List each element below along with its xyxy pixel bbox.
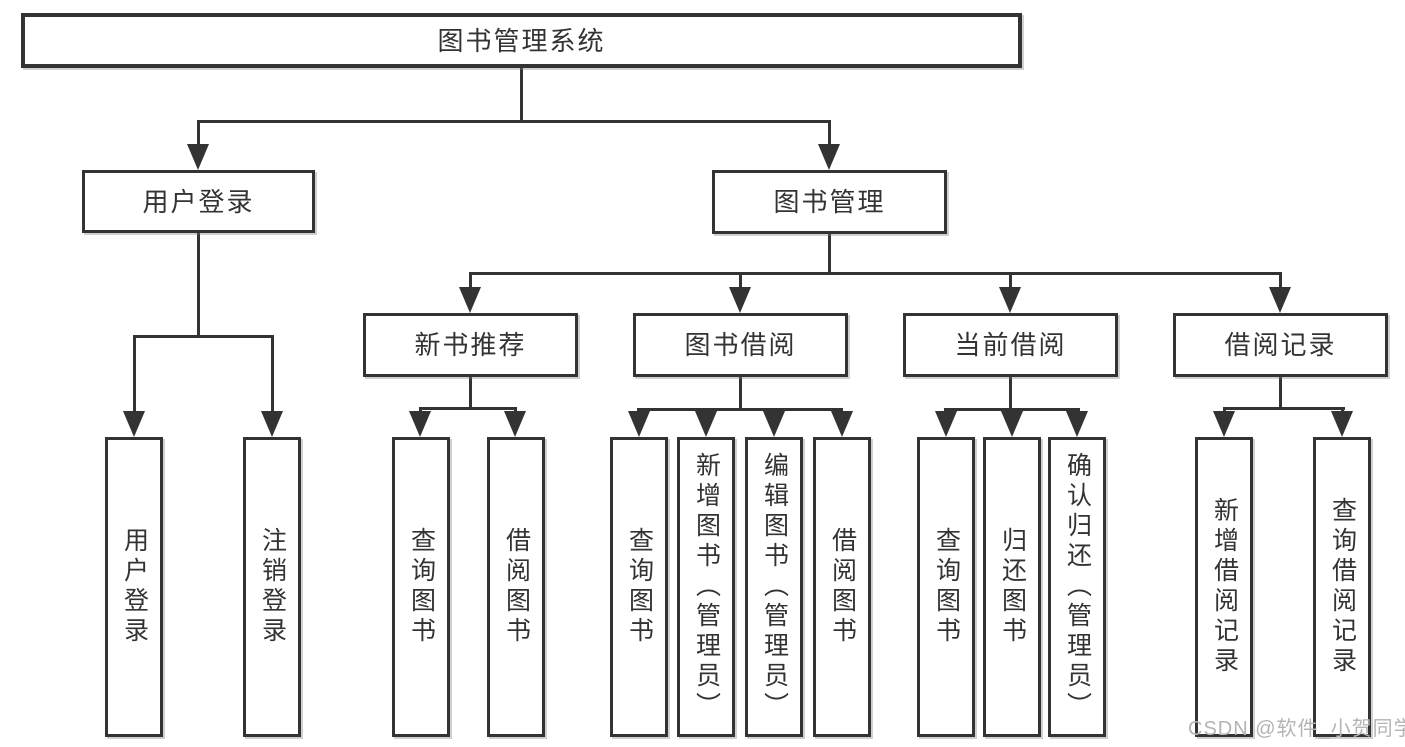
- node-root-label: 图书管理系统: [437, 25, 606, 56]
- connector-line: [1341, 407, 1344, 413]
- connector-line: [469, 272, 1282, 275]
- arrowhead-icon: [831, 411, 853, 437]
- connector-line: [1075, 408, 1078, 413]
- connector-line: [772, 408, 775, 413]
- connector-line: [1223, 407, 1345, 410]
- leaf-user-login: 用户登录: [105, 437, 163, 737]
- node-user-login-label: 用户登录: [142, 186, 255, 217]
- leaf-query-books-3: 查询图书: [917, 437, 975, 737]
- connector-line: [197, 120, 200, 146]
- connector-line: [419, 407, 422, 413]
- connector-line: [469, 377, 472, 407]
- node-book-borrow: 图书借阅: [633, 313, 848, 377]
- connector-line: [419, 407, 517, 410]
- leaf-add-borrow-record-label: 新增借阅记录: [1210, 497, 1239, 677]
- connector-line: [944, 408, 947, 413]
- node-book-mgmt-label: 图书管理: [773, 187, 886, 217]
- leaf-add-book-admin: 新增图书（管理员）: [677, 437, 735, 737]
- arrowhead-icon: [729, 287, 751, 313]
- node-borrow-records: 借阅记录: [1173, 313, 1388, 377]
- connector-line: [469, 272, 472, 289]
- node-borrow-records-label: 借阅记录: [1224, 330, 1337, 360]
- leaf-borrow-books-2: 借阅图书: [813, 437, 871, 737]
- arrowhead-icon: [409, 411, 431, 437]
- arrowhead-icon: [1269, 287, 1291, 313]
- node-current-borrow-label: 当前借阅: [954, 330, 1067, 360]
- node-root: 图书管理系统: [21, 13, 1022, 68]
- connector-line: [840, 408, 843, 413]
- watermark: CSDN @软件_小贺同学: [1188, 718, 1405, 740]
- arrowhead-icon: [763, 411, 785, 437]
- arrowhead-icon: [1331, 411, 1353, 437]
- arrowhead-icon: [935, 411, 957, 437]
- connector-line: [704, 408, 707, 413]
- connector-line: [739, 272, 742, 289]
- arrowhead-icon: [1213, 411, 1235, 437]
- arrowhead-icon: [1001, 411, 1023, 437]
- leaf-confirm-return-admin: 确认归还（管理员）: [1048, 437, 1106, 737]
- arrowhead-icon: [1066, 411, 1088, 437]
- leaf-edit-book-admin-label: 编辑图书（管理员）: [760, 452, 789, 722]
- node-current-borrow: 当前借阅: [903, 313, 1118, 377]
- connector-line: [1010, 408, 1013, 413]
- leaf-return-book-label: 归还图书: [998, 527, 1027, 647]
- connector-line: [637, 408, 640, 413]
- arrowhead-icon: [261, 411, 283, 437]
- arrowhead-icon: [123, 411, 145, 437]
- leaf-user-login-label: 用户登录: [120, 527, 149, 647]
- connector-line: [739, 376, 742, 408]
- leaf-query-books-1-label: 查询图书: [407, 527, 436, 647]
- leaf-query-books-2: 查询图书: [610, 437, 668, 737]
- connector-line: [828, 234, 831, 272]
- connector-line: [520, 68, 523, 120]
- leaf-borrow-books-1: 借阅图书: [487, 437, 545, 737]
- connector-line: [1279, 272, 1282, 289]
- connector-line: [133, 335, 274, 338]
- leaf-query-books-2-label: 查询图书: [625, 527, 654, 647]
- node-book-borrow-label: 图书借阅: [684, 330, 797, 360]
- connector-line: [514, 407, 517, 413]
- leaf-query-borrow-record: 查询借阅记录: [1313, 437, 1371, 737]
- node-book-mgmt: 图书管理: [712, 170, 947, 234]
- connector-line: [637, 408, 843, 411]
- arrowhead-icon: [695, 411, 717, 437]
- connector-line: [1279, 377, 1282, 407]
- leaf-logout-label: 注销登录: [258, 527, 287, 647]
- arrowhead-icon: [999, 287, 1021, 313]
- leaf-borrow-books-2-label: 借阅图书: [828, 527, 857, 647]
- leaf-confirm-return-admin-label: 确认归还（管理员）: [1063, 452, 1092, 722]
- connector-line: [271, 335, 274, 413]
- leaf-query-borrow-record-label: 查询借阅记录: [1328, 497, 1357, 677]
- leaf-edit-book-admin: 编辑图书（管理员）: [745, 437, 803, 737]
- node-new-book-recommend-label: 新书推荐: [414, 330, 527, 360]
- leaf-add-borrow-record: 新增借阅记录: [1195, 437, 1253, 737]
- arrowhead-icon: [459, 287, 481, 313]
- leaf-add-book-admin-label: 新增图书（管理员）: [692, 452, 721, 722]
- leaf-return-book: 归还图书: [983, 437, 1041, 737]
- leaf-borrow-books-1-label: 借阅图书: [502, 527, 531, 647]
- connector-line: [828, 120, 831, 146]
- arrowhead-icon: [187, 144, 209, 170]
- connector-line: [1009, 376, 1012, 408]
- connector-line: [197, 120, 831, 123]
- connector-line: [1223, 407, 1226, 413]
- node-user-login: 用户登录: [82, 170, 315, 233]
- leaf-query-books-3-label: 查询图书: [932, 527, 961, 647]
- connector-line: [133, 335, 136, 413]
- node-new-book-recommend: 新书推荐: [363, 313, 578, 377]
- leaf-query-books-1: 查询图书: [392, 437, 450, 737]
- connector-line: [197, 233, 200, 335]
- arrowhead-icon: [628, 411, 650, 437]
- arrowhead-icon: [818, 144, 840, 170]
- leaf-logout: 注销登录: [243, 437, 301, 737]
- arrowhead-icon: [504, 411, 526, 437]
- connector-line: [1009, 272, 1012, 289]
